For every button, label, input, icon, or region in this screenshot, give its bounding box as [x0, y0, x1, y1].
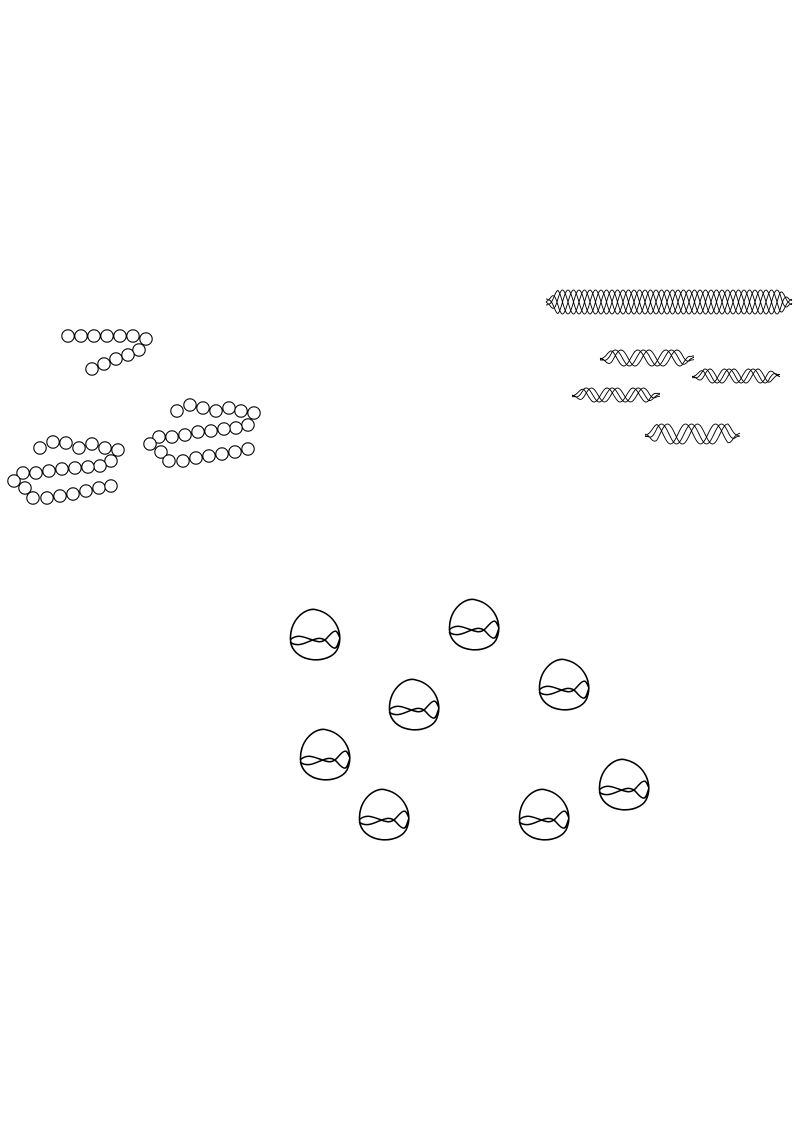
- helix: [692, 369, 780, 383]
- bead-circle: [8, 475, 20, 487]
- bead-circle: [82, 461, 94, 473]
- bead-circle: [75, 330, 87, 342]
- bead-circle: [30, 467, 42, 479]
- bead-circle: [94, 460, 106, 472]
- helix: [572, 388, 660, 402]
- bead-circle: [166, 431, 178, 443]
- loop-particles-group: [290, 599, 649, 840]
- bead-chain: [62, 330, 152, 375]
- loop-outline: [389, 679, 438, 730]
- bead-circle: [179, 429, 191, 441]
- bead-circle: [177, 455, 189, 467]
- helices-group: [546, 290, 792, 444]
- bead-circle: [98, 358, 110, 370]
- bead-circle: [210, 405, 222, 417]
- bead-circle: [67, 488, 79, 500]
- bead-circle: [93, 482, 105, 494]
- loop-outline: [300, 729, 349, 780]
- bead-circle: [105, 480, 117, 492]
- bead-circle: [218, 423, 230, 435]
- bead-circle: [69, 462, 81, 474]
- bead-circle: [184, 399, 196, 411]
- bead-circle: [223, 402, 235, 414]
- loop-outline: [599, 759, 648, 810]
- loop-particle: [359, 789, 409, 840]
- bead-circle: [54, 490, 66, 502]
- loop-particle: [519, 789, 569, 840]
- bead-circle: [62, 330, 74, 342]
- bead-circle: [235, 405, 247, 417]
- bead-circle: [112, 444, 124, 456]
- bead-circle: [101, 330, 113, 342]
- bead-circle: [110, 353, 122, 365]
- bead-circle: [99, 442, 111, 454]
- bead-circle: [205, 425, 217, 437]
- bead-circle: [86, 363, 98, 375]
- bead-circle: [192, 426, 204, 438]
- bead-circle: [88, 330, 100, 342]
- bead-circle: [47, 436, 59, 448]
- bead-circle: [144, 438, 156, 450]
- loop-particle: [389, 679, 439, 730]
- bead-chains-group: [8, 330, 260, 504]
- bead-circle: [127, 330, 139, 342]
- loop-particle: [300, 729, 350, 780]
- bead-circle: [203, 450, 215, 462]
- bead-circle: [60, 437, 72, 449]
- bead-circle: [86, 438, 98, 450]
- loop-particle: [599, 759, 649, 810]
- loop-outline: [539, 659, 588, 710]
- bead-circle: [114, 330, 126, 342]
- bead-circle: [56, 463, 68, 475]
- bead-circle: [163, 455, 175, 467]
- bead-circle: [197, 402, 209, 414]
- bead-circle: [73, 442, 85, 454]
- bead-circle: [41, 492, 53, 504]
- helix: [600, 350, 694, 366]
- bead-chain: [144, 399, 260, 467]
- bead-circle: [140, 333, 152, 345]
- bead-circle: [34, 442, 46, 454]
- loop-particle: [290, 609, 340, 660]
- bead-circle: [242, 443, 254, 455]
- bead-circle: [80, 485, 92, 497]
- loop-outline: [449, 599, 498, 650]
- helix: [645, 424, 740, 444]
- loop-outline: [290, 609, 339, 660]
- loop-particle: [449, 599, 499, 650]
- bead-circle: [43, 465, 55, 477]
- bead-circle: [171, 405, 183, 417]
- loop-outline: [519, 789, 568, 840]
- loop-outline: [359, 789, 408, 840]
- bead-circle: [216, 448, 228, 460]
- bead-circle: [248, 407, 260, 419]
- bead-circle: [230, 422, 242, 434]
- bead-circle: [242, 419, 254, 431]
- loop-particle: [539, 659, 589, 710]
- bead-circle: [122, 349, 134, 361]
- bead-chain: [8, 436, 124, 504]
- bead-circle: [190, 452, 202, 464]
- helix: [546, 290, 792, 314]
- bead-circle: [229, 446, 241, 458]
- bead-circle: [27, 492, 39, 504]
- helix-strand: [546, 290, 792, 314]
